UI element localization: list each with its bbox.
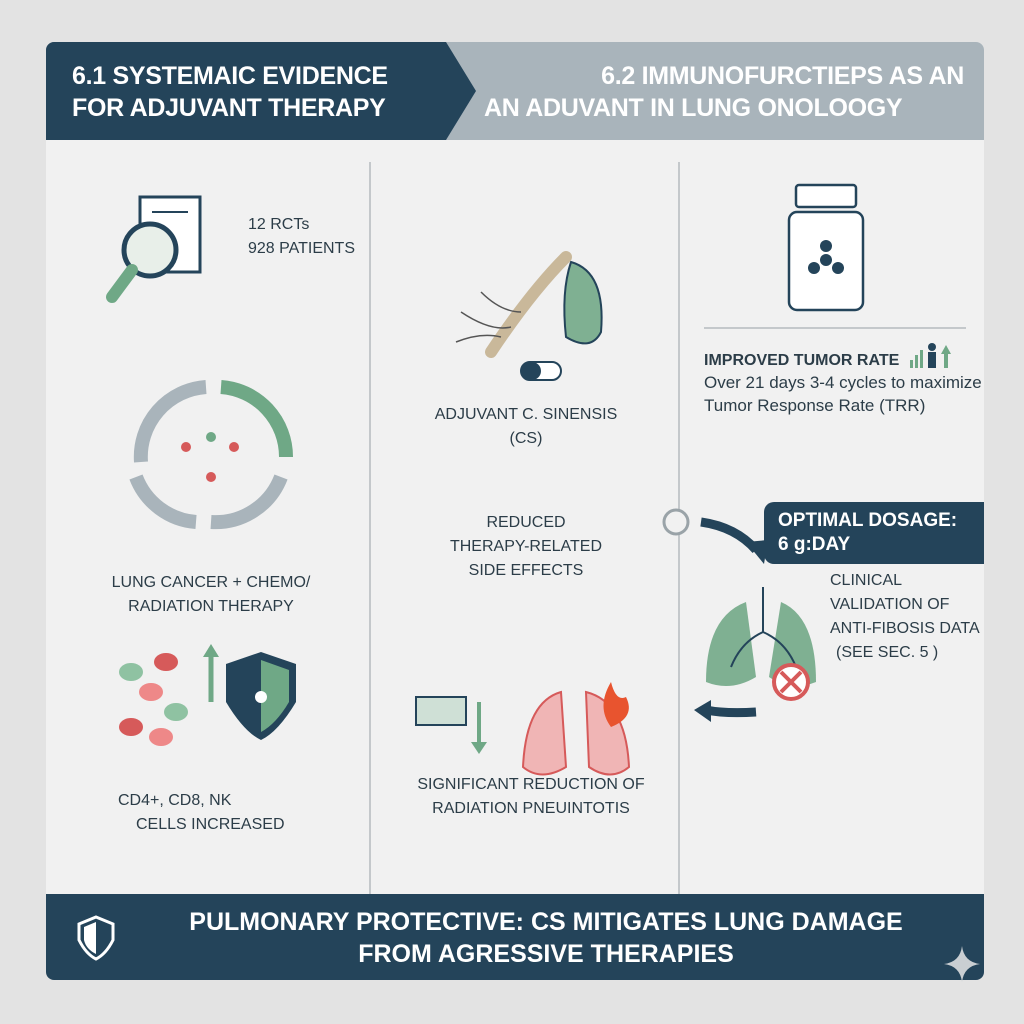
- magnifier-document-icon: [106, 195, 202, 303]
- clinical-validation-label: CLINICAL: [830, 572, 903, 589]
- tumor-rate-detail: Over 21 days 3-4 cycles to maximize: [704, 373, 982, 392]
- inflamed-lungs-icon: [415, 682, 631, 776]
- section-6-1-title: 6.1 SYSTEMAIC EVIDENCE FOR ADJUVANT THERA…: [72, 60, 388, 124]
- footer-line: FROM AGRESSIVE THERAPIES: [358, 940, 734, 968]
- patient-count: 928 PATIENTS: [248, 240, 355, 257]
- protected-lungs-icon: [706, 587, 816, 701]
- rct-count: 12 RCTs: [248, 216, 310, 233]
- cs-label: (CS): [509, 430, 543, 447]
- side-effects-label: REDUCED: [486, 514, 566, 531]
- divider: [678, 162, 680, 912]
- header-bar: 6.1 SYSTEMAIC EVIDENCE FOR ADJUVANT THERA…: [46, 42, 984, 140]
- pneumonitis-label: SIGNIFICANT REDUCTION OF: [417, 776, 645, 793]
- clinical-validation-label: ANTI-FIBOSIS DATA: [830, 620, 980, 637]
- flow-arrows-icon: [662, 508, 768, 722]
- clinical-validation-label: (SEE SEC. 5 ): [836, 644, 939, 661]
- dosage-value: 6 g:DAY: [778, 534, 851, 555]
- cycle-arrows-icon: [129, 380, 294, 530]
- cycle-label: RADIATION THERAPY: [128, 598, 294, 615]
- cells-label: CD4+, CD8, NK: [118, 792, 232, 809]
- footer-line: PULMONARY PROTECTIVE: CS MITIGATES LUNG …: [189, 908, 903, 936]
- footer-banner: PULMONARY PROTECTIVE: CS MITIGATES LUNG …: [46, 894, 984, 980]
- side-effects-label: SIDE EFFECTS: [468, 562, 584, 579]
- shield-icon: [77, 915, 115, 961]
- clinical-validation-label: VALIDATION OF: [830, 596, 950, 613]
- section-6-2-title: 6.2 IMMUNOFURCTIEPS AS AN: [601, 62, 964, 90]
- cells-label: CELLS INCREASED: [136, 816, 285, 833]
- cs-label: ADJUVANT C. SINENSIS: [434, 406, 618, 423]
- dosage-label: OPTIMAL DOSAGE:: [778, 510, 958, 531]
- immune-cells-shield-icon: [119, 644, 296, 746]
- title-line: AN ADUVANT IN LUNG ONOLOOGY: [484, 94, 903, 122]
- cycle-label: LUNG CANCER + CHEMO/: [111, 574, 311, 591]
- sparkle-icon: [944, 946, 980, 982]
- pneumonitis-label: RADIATION PNEUINTOTIS: [432, 800, 630, 817]
- optimal-dosage-box: OPTIMAL DOSAGE: 6 g:DAY: [764, 502, 984, 564]
- side-effects-label: THERAPY-RELATED: [449, 538, 603, 555]
- title-line: FOR ADJUVANT THERAPY: [72, 94, 386, 122]
- tumor-rate-title: IMPROVED TUMOR RATE: [704, 352, 900, 369]
- infographic-card: 6.1 SYSTEMAIC EVIDENCE FOR ADJUVANT THERA…: [46, 42, 984, 980]
- medicine-bottle-icon: [787, 183, 865, 312]
- cordyceps-lung-capsule-icon: [455, 251, 603, 381]
- divider: [704, 327, 966, 329]
- divider: [369, 162, 371, 912]
- tumor-rate-detail: Tumor Response Rate (TRR): [704, 396, 926, 415]
- title-line: 6.1 SYSTEMAIC EVIDENCE: [72, 62, 388, 90]
- header-left-panel: [46, 42, 476, 140]
- footer-message: PULMONARY PROTECTIVE: CS MITIGATES LUNG …: [146, 906, 946, 970]
- growth-person-icon: [910, 343, 951, 368]
